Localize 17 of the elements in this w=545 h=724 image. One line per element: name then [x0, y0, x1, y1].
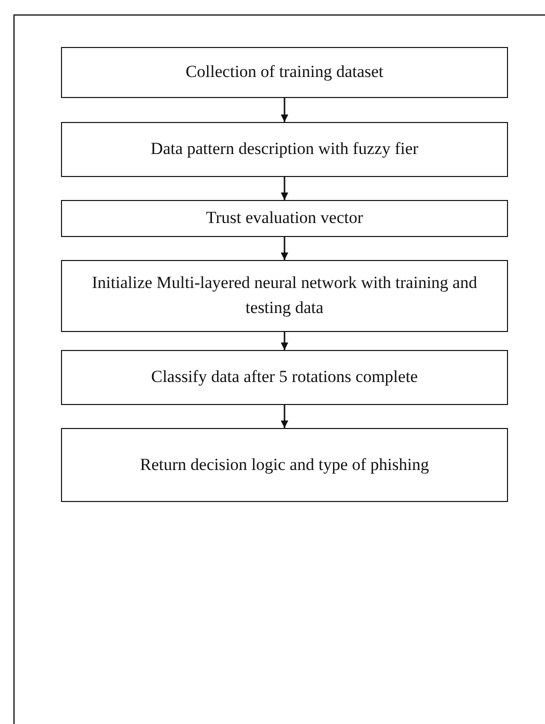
process-box [61, 122, 508, 177]
process-box [61, 200, 508, 237]
arrow [280, 405, 288, 428]
step-text: Return decision logic and type of phishing [140, 454, 429, 476]
arrow [280, 177, 288, 200]
process-box [61, 47, 508, 98]
step-text: Classify data after 5 rotations complete [151, 366, 418, 388]
process-box [61, 260, 508, 332]
step-text: Initialize Multi-layered neural network with training and testing data [90, 272, 478, 319]
step-text: Trust evaluation vector [206, 207, 364, 230]
process-box [61, 428, 508, 502]
step-text: Data pattern description with fuzzy fier [150, 138, 418, 160]
step-text: Collection of training dataset [186, 61, 384, 84]
arrow [280, 237, 288, 260]
arrow [280, 98, 288, 122]
process-box [61, 350, 508, 405]
arrow [280, 332, 288, 350]
